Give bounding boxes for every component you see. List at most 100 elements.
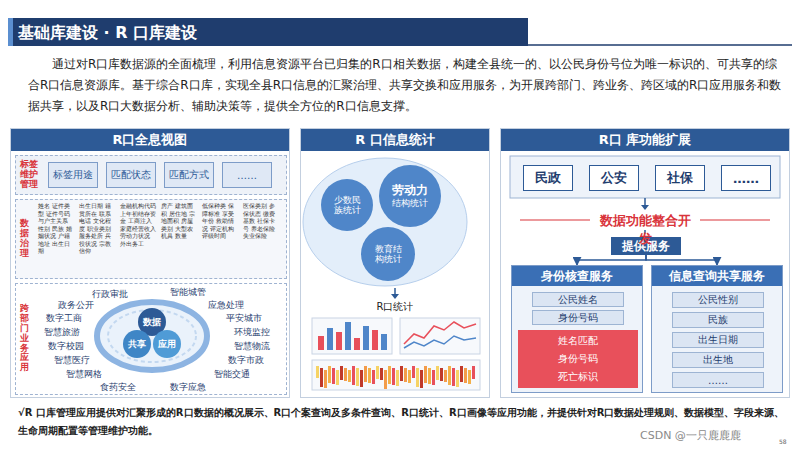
decoration xyxy=(404,322,476,344)
decoration xyxy=(372,370,375,384)
decoration xyxy=(312,318,392,354)
service-panel: 信息查询共享服务公民性别民族出生日期出生地…… xyxy=(651,265,783,393)
decoration xyxy=(340,366,343,380)
decoration xyxy=(344,368,347,381)
source-group xyxy=(510,156,780,234)
node-text: 死亡标识 xyxy=(558,368,598,386)
node-label: 少数民族统计 xyxy=(332,195,362,216)
decoration xyxy=(424,366,427,383)
decoration xyxy=(460,366,463,382)
decoration xyxy=(360,370,363,387)
node-label: 劳动力 xyxy=(392,184,428,198)
node-label: 公民性别 xyxy=(698,293,738,307)
page-title: 基础库建设 · R 口库建设 xyxy=(18,23,197,44)
ring-illustration xyxy=(97,302,207,370)
decoration xyxy=(432,370,435,385)
node-label: 标签维护管理 xyxy=(20,160,38,190)
decoration xyxy=(400,366,403,381)
node-label: 姓名匹配 xyxy=(558,332,598,350)
stat-bubble: 少数民族统计 xyxy=(321,179,373,231)
application-label: 智慧网格 xyxy=(66,368,110,381)
section: 数据治理 xyxy=(15,199,287,279)
core-word: 数据 xyxy=(140,316,164,329)
source-box: 公安 xyxy=(589,165,639,191)
source-box: 民政 xyxy=(523,165,573,191)
decoration xyxy=(388,366,391,384)
decoration xyxy=(345,322,351,350)
node-label: 民族 xyxy=(708,313,728,327)
decoration xyxy=(641,205,649,210)
panel: R口 库功能扩展民政公安社保……提供服务身份核查服务公民姓名身份号码姓名匹配身份… xyxy=(500,128,790,398)
node-text: 结构统计 xyxy=(392,198,428,208)
decoration xyxy=(364,366,367,382)
node-label: R口全息视图 xyxy=(11,129,289,151)
decoration xyxy=(644,198,646,206)
node-label: 信息查询共享服务 xyxy=(652,266,782,286)
decoration xyxy=(400,318,480,354)
node-label: 匹配方式 xyxy=(169,168,209,182)
node-label: 数据治理 xyxy=(20,219,29,259)
application-label: 智慧物流 xyxy=(234,340,278,353)
node-label: 民政 xyxy=(535,169,561,187)
node-label: 跨部门业务应用 xyxy=(20,304,29,373)
tag-box: 标签用途 xyxy=(48,162,98,188)
decoration xyxy=(380,368,383,380)
decoration xyxy=(332,368,335,384)
application-label: 智能交通 xyxy=(214,368,258,381)
application-label: 环境监控 xyxy=(234,326,278,339)
decoration xyxy=(312,360,480,390)
decoration xyxy=(356,368,359,386)
decoration xyxy=(428,368,431,384)
tag-box: 匹配方式 xyxy=(164,162,214,188)
decoration xyxy=(368,368,371,383)
decoration xyxy=(320,368,323,387)
decoration xyxy=(153,330,181,358)
application-label: 智能城管 xyxy=(170,286,214,299)
decoration xyxy=(372,330,378,350)
field-row: 公民性别 xyxy=(672,292,764,308)
decoration xyxy=(391,294,399,299)
decoration xyxy=(318,336,324,350)
decoration xyxy=(352,366,355,385)
decoration xyxy=(404,368,407,382)
decoration xyxy=(436,366,439,380)
page-number: 58 xyxy=(779,438,795,445)
decoration xyxy=(354,338,360,350)
caption: √R 口库管理应用提供对汇聚形成的R口数据的概况展示、R口个案查询及多条件查询、… xyxy=(18,404,788,440)
decoration xyxy=(644,230,646,234)
decoration xyxy=(420,370,423,388)
decoration xyxy=(472,366,475,379)
title-bar xyxy=(8,18,792,46)
section: 跨部门业务应用 xyxy=(15,283,287,395)
decoration xyxy=(510,156,780,198)
decoration xyxy=(394,288,396,295)
panel: R 口信息统计少数民族统计劳动力结构统计教育结构统计 xyxy=(300,128,490,398)
node-label: …… xyxy=(237,170,257,181)
node-label: R口 库功能扩展 xyxy=(501,129,789,151)
statistics-charts xyxy=(312,318,480,390)
decoration xyxy=(396,370,399,386)
application-label: 智慧旅游 xyxy=(44,326,88,339)
node-label: 身份核查服务 xyxy=(512,266,642,286)
decoration xyxy=(448,366,451,385)
stat-bubble: 教育结构统计 xyxy=(361,227,415,281)
intro-text: 通过对R口库数据源的全面梳理，利用信息资源平台已归集的R口相关数据，构建全县统一… xyxy=(28,54,786,117)
node-label: 提供服务 xyxy=(622,238,670,255)
decoration xyxy=(412,366,415,378)
field-row: 出生地 xyxy=(672,352,764,368)
core-word: 应用 xyxy=(155,338,179,351)
decoration xyxy=(324,370,327,388)
field-row: 出生日期 xyxy=(672,332,764,348)
panel: R口全息视图标签维护管理标签用途匹配状态匹配方式……数据治理跨部门业务应用 xyxy=(10,128,290,398)
decoration xyxy=(520,219,590,220)
decoration xyxy=(348,370,351,382)
node-label: 标签用途 xyxy=(53,168,93,182)
decoration xyxy=(528,44,792,46)
decoration xyxy=(416,368,419,387)
decoration xyxy=(456,370,459,387)
application-label: 数字应急 xyxy=(170,381,214,394)
decoration xyxy=(8,18,528,46)
source-box: 社保 xyxy=(655,165,705,191)
field-row: 身份号码 xyxy=(532,310,624,325)
decoration xyxy=(336,332,342,350)
